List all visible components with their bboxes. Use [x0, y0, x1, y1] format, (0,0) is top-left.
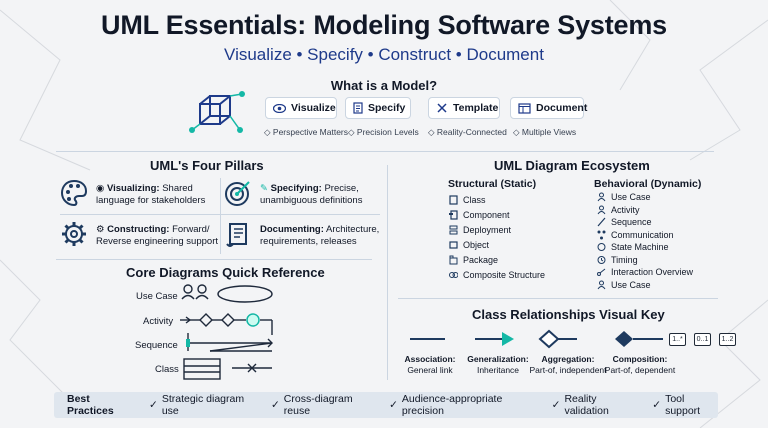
- pillars-heading: UML's Four Pillars: [150, 158, 264, 173]
- model-note: ◇ Precision Levels: [348, 127, 419, 137]
- checkmark-icon: ✓: [389, 399, 398, 411]
- pencil-icon: ✎: [260, 183, 268, 194]
- core-label-sequence: Sequence: [135, 340, 178, 351]
- cube-network-icon: [189, 91, 245, 133]
- pillar-documenting: Documenting: Architecture, requirements,…: [260, 224, 380, 247]
- multiplicity-badge: 0..1: [694, 333, 711, 346]
- ecosystem-heading: UML Diagram Ecosystem: [494, 158, 650, 173]
- list-item: Sequence: [597, 216, 693, 229]
- list-item: Object: [449, 238, 545, 252]
- model-pill-label: Template: [453, 102, 499, 114]
- model-pill-specify[interactable]: Specify: [345, 97, 411, 119]
- section-divider: [398, 298, 718, 299]
- model-pill-label: Specify: [368, 102, 406, 114]
- relationship-generalization: Generalization:Inheritance: [467, 354, 529, 375]
- best-practice-item: ✓Cross-diagram reuse: [270, 393, 353, 417]
- best-practice-item: ✓Tool support: [652, 393, 701, 417]
- section-divider: [56, 259, 372, 260]
- core-heading: Core Diagrams Quick Reference: [126, 265, 325, 280]
- list-item: Communication: [597, 229, 693, 242]
- list-item: Use Case: [597, 191, 693, 204]
- list-item: Timing: [597, 254, 693, 267]
- state-machine-icon: [597, 243, 606, 252]
- package-icon: [449, 255, 458, 265]
- list-item: Component: [449, 208, 545, 222]
- target-icon: [225, 181, 250, 206]
- list-item: Interaction Overview: [597, 266, 693, 279]
- object-icon: [449, 241, 458, 249]
- list-item: Activity: [597, 204, 693, 217]
- class-icon: [449, 195, 458, 205]
- page-subtitle: Visualize • Specify • Construct • Docume…: [224, 45, 544, 64]
- browser-window-icon: [518, 102, 531, 114]
- core-label-class: Class: [155, 364, 179, 375]
- column-divider: [387, 165, 388, 380]
- page-title: UML Essentials: Modeling Software System…: [101, 10, 667, 40]
- palette-icon: [60, 179, 88, 207]
- model-pill-label: Visualize: [291, 102, 336, 114]
- model-pill-template[interactable]: Template: [428, 97, 500, 119]
- document-icon: [353, 102, 363, 114]
- gear-icon: ⚙: [96, 224, 105, 235]
- multiplicity-badge: 1..2: [719, 333, 736, 346]
- relationships-heading: Class Relationships Visual Key: [472, 307, 665, 322]
- pillars-divider: [220, 178, 221, 254]
- best-practice-item: ✓Audience-appropriate precision: [389, 393, 503, 417]
- checkmark-icon: ✓: [149, 399, 158, 411]
- model-note: ◇ Multiple Views: [513, 127, 577, 137]
- list-item: State Machine: [597, 241, 693, 254]
- list-item: Use Case: [597, 279, 693, 292]
- structural-heading: Structural (Static): [448, 178, 537, 190]
- relationship-aggregation: Aggregation:Part-of, independent: [529, 354, 607, 375]
- list-item: Class: [449, 193, 545, 207]
- best-practice-item: ✓Reality validation: [551, 393, 609, 417]
- sequence-icon: [597, 217, 606, 227]
- server-icon: [449, 225, 458, 235]
- relationship-composition: Composition:Part-of, dependent: [604, 354, 676, 375]
- composite-icon: [449, 272, 458, 278]
- interaction-icon: [597, 268, 606, 277]
- list-item: Composite Structure: [449, 268, 545, 282]
- model-pill-document[interactable]: Document: [510, 97, 588, 119]
- relationship-association: Association:General link: [404, 354, 456, 375]
- pillar-specifying: ✎ Specifying: Precise, unambiguous defin…: [260, 183, 363, 206]
- tools-icon: [437, 103, 447, 113]
- relationship-symbols: [410, 329, 663, 349]
- model-note: ◇ Perspective Matters: [264, 127, 349, 137]
- best-practice-item: ✓Strategic diagram use: [149, 393, 245, 417]
- structural-list: Class Component Deployment Object Packag…: [449, 193, 545, 282]
- list-item: Deployment: [449, 223, 545, 237]
- scroll-icon: [226, 223, 247, 247]
- core-label-use-case: Use Case: [136, 291, 178, 302]
- model-note: ◇ Reality-Connected: [428, 127, 507, 137]
- gear-icon: [62, 222, 86, 246]
- best-practices-bar: Best Practices ✓Strategic diagram use ✓C…: [54, 392, 718, 418]
- section-divider: [56, 151, 714, 152]
- model-heading: What is a Model?: [330, 78, 438, 93]
- checkmark-icon: ✓: [551, 399, 561, 411]
- multiplicity-badges: 1..* 0..1 1..2: [669, 333, 736, 346]
- pillar-visualizing: ◉ Visualizing: Shared language for stake…: [96, 183, 206, 206]
- behavioral-heading: Behavioral (Dynamic): [594, 178, 702, 190]
- eye-icon: [273, 103, 286, 113]
- model-pill-label: Document: [536, 102, 588, 114]
- behavioral-list: Use Case Activity Sequence Communication…: [597, 191, 693, 291]
- checkmark-icon: ✓: [270, 399, 280, 411]
- checkmark-icon: ✓: [652, 399, 662, 411]
- user-icon: [597, 280, 606, 290]
- core-label-activity: Activity: [143, 316, 174, 327]
- activity-icon: [597, 205, 606, 215]
- best-practices-label: Best Practices: [67, 393, 114, 417]
- pillar-constructing: ⚙ Constructing: Forward/ Reverse enginee…: [96, 224, 218, 247]
- communication-icon: [597, 230, 606, 240]
- list-item: Package: [449, 253, 545, 267]
- core-diagrams-illustration: [180, 284, 273, 380]
- multiplicity-badge: 1..*: [669, 333, 686, 346]
- clock-icon: [597, 255, 606, 264]
- user-icon: [597, 192, 606, 202]
- component-icon: [449, 210, 458, 220]
- model-pill-visualize[interactable]: Visualize: [265, 97, 337, 119]
- eye-icon: ◉: [96, 183, 105, 194]
